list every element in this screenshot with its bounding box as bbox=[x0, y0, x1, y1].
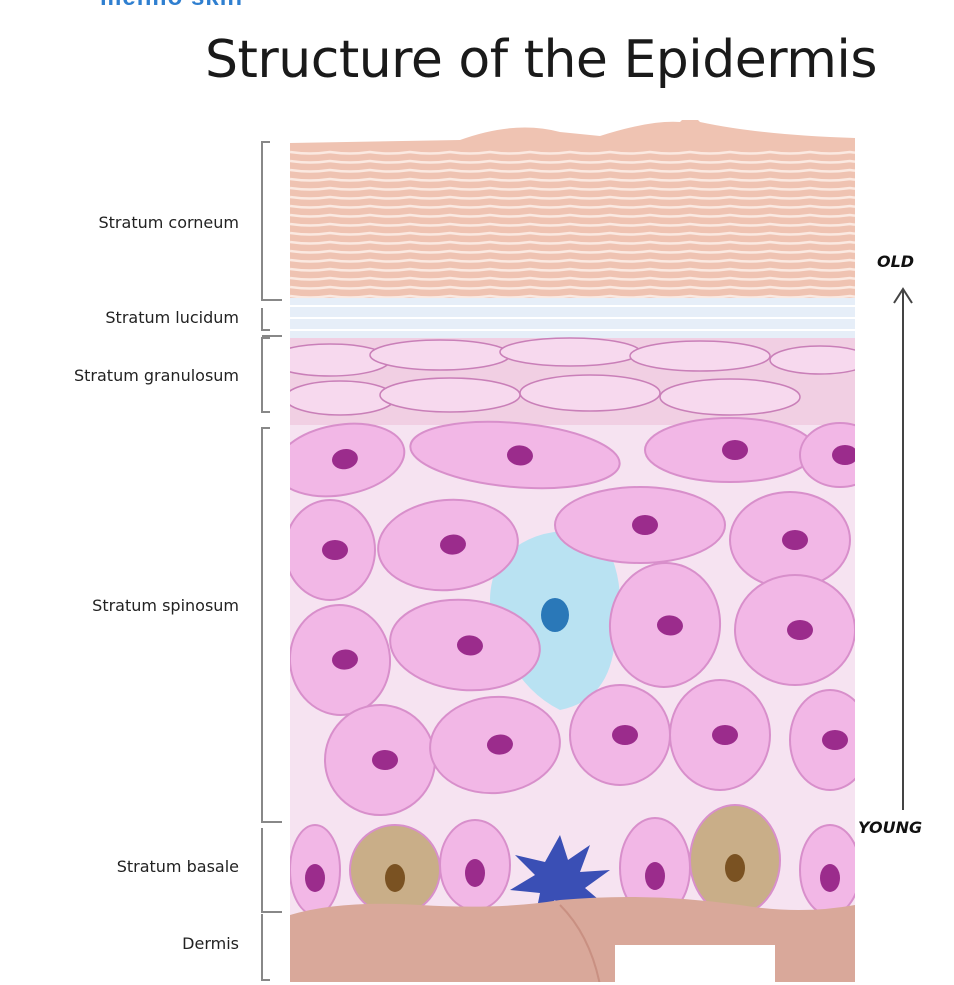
granular-cell bbox=[660, 379, 800, 415]
spinous-cell bbox=[800, 423, 880, 487]
label-stratum-basale: Stratum basale bbox=[117, 857, 239, 876]
granular-cell bbox=[270, 344, 390, 376]
granular-cell bbox=[770, 346, 870, 374]
spinous-cell bbox=[670, 680, 770, 790]
stratum-corneum-illustration bbox=[290, 112, 890, 300]
basal-cell-nucleus bbox=[385, 864, 405, 892]
cell-nucleus bbox=[612, 725, 638, 745]
cell-nucleus bbox=[712, 725, 738, 745]
spinous-cell bbox=[325, 705, 435, 815]
granular-cell bbox=[500, 338, 640, 366]
white-patch bbox=[615, 945, 775, 985]
spinous-cell bbox=[555, 487, 725, 563]
spinous-cell bbox=[645, 418, 815, 482]
granular-cell bbox=[380, 378, 520, 412]
basal-cell-nucleus bbox=[305, 864, 325, 892]
spinous-cell bbox=[735, 575, 855, 685]
label-stratum-granulosum: Stratum granulosum bbox=[74, 366, 239, 385]
cell-nucleus bbox=[822, 730, 848, 750]
label-stratum-spinosum: Stratum spinosum bbox=[92, 596, 239, 615]
cell-nucleus bbox=[722, 440, 748, 460]
basal-cell-nucleus bbox=[725, 854, 745, 882]
cell-nucleus bbox=[832, 445, 858, 465]
label-dermis: Dermis bbox=[182, 934, 239, 953]
langerhans-cell-nucleus bbox=[541, 598, 569, 632]
granular-cell bbox=[370, 340, 510, 370]
cell-nucleus bbox=[372, 750, 398, 770]
spinous-cell bbox=[790, 690, 870, 790]
label-old: OLD bbox=[877, 252, 914, 271]
spinous-cell bbox=[570, 685, 670, 785]
cell-nucleus bbox=[322, 540, 348, 560]
cell-nucleus bbox=[782, 530, 808, 550]
label-stratum-corneum: Stratum corneum bbox=[99, 213, 240, 232]
layer-brackets bbox=[262, 142, 282, 980]
age-arrow bbox=[894, 289, 912, 810]
basal-cell-nucleus bbox=[465, 859, 485, 887]
granular-cell bbox=[630, 341, 770, 371]
cell-nucleus bbox=[632, 515, 658, 535]
label-stratum-lucidum: Stratum lucidum bbox=[105, 308, 239, 327]
granular-cell bbox=[285, 381, 395, 415]
granular-cell bbox=[520, 375, 660, 411]
spinous-cell bbox=[730, 492, 850, 588]
label-young: YOUNG bbox=[858, 818, 922, 837]
basal-cell-nucleus bbox=[820, 864, 840, 892]
spinous-cell bbox=[285, 500, 375, 600]
basal-cell-nucleus bbox=[645, 862, 665, 890]
cell-nucleus bbox=[787, 620, 813, 640]
